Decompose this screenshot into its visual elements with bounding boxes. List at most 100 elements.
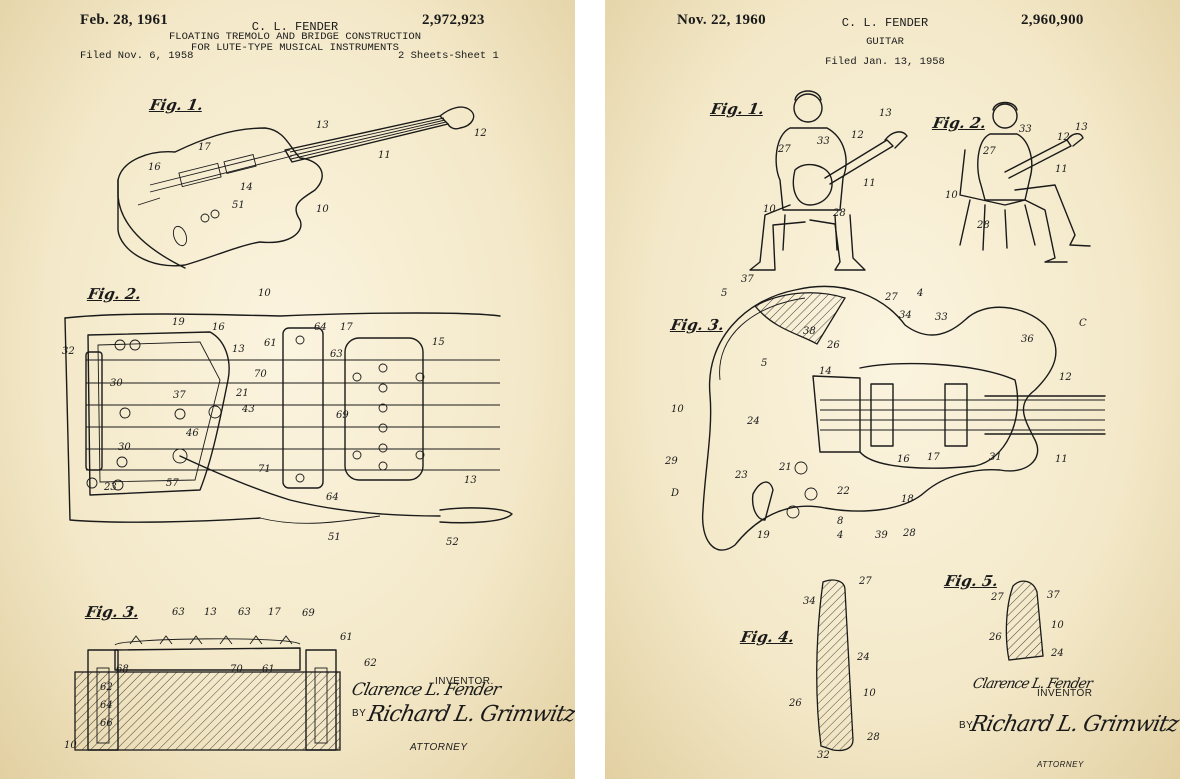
- svg-text:68: 68: [116, 664, 129, 675]
- svg-text:17: 17: [198, 142, 211, 153]
- svg-text:46: 46: [185, 428, 199, 439]
- svg-text:4: 4: [836, 530, 843, 541]
- svg-text:15: 15: [432, 337, 445, 348]
- svg-text:13: 13: [1075, 122, 1088, 133]
- svg-text:28: 28: [976, 220, 990, 231]
- inventor-name: C. L. FENDER: [841, 16, 929, 30]
- svg-text:37: 37: [1047, 590, 1060, 601]
- svg-text:27: 27: [990, 592, 1004, 603]
- svg-text:5: 5: [761, 358, 767, 369]
- inventor-label: INVENTOR: [1037, 688, 1093, 699]
- inventor-signature: Clarence L. Fender: [349, 680, 502, 700]
- patent-title-line1: FLOATING TREMOLO AND BRIDGE CONSTRUCTION: [168, 31, 422, 43]
- svg-text:37: 37: [741, 274, 754, 285]
- svg-text:30: 30: [118, 442, 131, 453]
- svg-text:70: 70: [230, 664, 243, 675]
- svg-text:13: 13: [204, 607, 217, 618]
- svg-text:34: 34: [803, 596, 816, 607]
- svg-text:32: 32: [817, 750, 830, 761]
- svg-text:31: 31: [989, 452, 1002, 463]
- svg-text:30: 30: [110, 378, 123, 389]
- svg-text:C: C: [1079, 318, 1087, 329]
- svg-text:17: 17: [268, 607, 281, 618]
- patent-title-line2: FOR LUTE-TYPE MUSICAL INSTRUMENTS: [191, 42, 399, 54]
- svg-text:17: 17: [340, 322, 353, 333]
- svg-text:10: 10: [945, 190, 958, 201]
- svg-text:12: 12: [1057, 132, 1070, 143]
- svg-text:26: 26: [788, 698, 802, 709]
- svg-text:24: 24: [856, 652, 870, 663]
- by-label: BY: [352, 708, 367, 719]
- svg-text:10: 10: [763, 204, 776, 215]
- svg-text:5: 5: [721, 288, 727, 299]
- svg-text:18: 18: [901, 494, 914, 505]
- svg-text:21: 21: [235, 388, 249, 399]
- svg-text:37: 37: [173, 390, 186, 401]
- patent-date: Feb. 28, 1961: [80, 12, 169, 28]
- svg-text:13: 13: [879, 108, 892, 119]
- svg-text:64: 64: [314, 322, 327, 333]
- fig5-edge-section: 37 27 10 26 24: [988, 580, 1064, 661]
- svg-text:33: 33: [1019, 124, 1032, 135]
- svg-text:63: 63: [238, 607, 251, 618]
- svg-text:28: 28: [902, 528, 916, 539]
- svg-text:62: 62: [364, 658, 377, 669]
- patent-sheet-guitar: Nov. 22, 1960 C. L. FENDER 2,960,900 GUI…: [605, 0, 1180, 779]
- svg-text:14: 14: [240, 182, 253, 193]
- svg-text:63: 63: [330, 349, 343, 360]
- filed-date: Filed Nov. 6, 1958: [80, 50, 194, 62]
- svg-text:70: 70: [254, 369, 267, 380]
- svg-text:4: 4: [916, 288, 923, 299]
- svg-text:11: 11: [378, 150, 391, 161]
- svg-text:10: 10: [671, 404, 684, 415]
- by-label: BY: [959, 720, 974, 731]
- svg-text:D: D: [670, 488, 679, 499]
- patent-date: Nov. 22, 1960: [677, 12, 766, 28]
- svg-text:10: 10: [863, 688, 876, 699]
- svg-text:10: 10: [1051, 620, 1064, 631]
- svg-text:61: 61: [340, 632, 353, 643]
- svg-text:24: 24: [1050, 648, 1064, 659]
- svg-text:71: 71: [258, 464, 271, 475]
- svg-text:19: 19: [757, 530, 770, 541]
- svg-text:14: 14: [819, 366, 832, 377]
- svg-text:13: 13: [316, 120, 329, 131]
- fig1-guitar-perspective: 16 17 13 11 12 10 51 14: [117, 106, 487, 269]
- svg-text:64: 64: [100, 700, 113, 711]
- svg-text:10: 10: [258, 288, 271, 299]
- inventor-label: INVENTOR.: [435, 676, 494, 687]
- svg-text:21: 21: [778, 462, 792, 473]
- svg-text:62: 62: [100, 682, 113, 693]
- svg-text:27: 27: [777, 144, 791, 155]
- svg-text:12: 12: [851, 130, 864, 141]
- svg-text:32: 32: [62, 346, 75, 357]
- svg-text:16: 16: [897, 454, 910, 465]
- svg-text:66: 66: [100, 718, 113, 729]
- svg-text:63: 63: [172, 607, 185, 618]
- svg-text:13: 13: [232, 344, 245, 355]
- svg-text:61: 61: [264, 338, 277, 349]
- svg-text:26: 26: [988, 632, 1002, 643]
- svg-text:16: 16: [148, 162, 161, 173]
- svg-text:12: 12: [474, 128, 487, 139]
- svg-text:29: 29: [664, 456, 678, 467]
- svg-text:51: 51: [232, 200, 245, 211]
- svg-text:64: 64: [326, 492, 339, 503]
- patent-sheet-tremolo: Feb. 28, 1961 C. L. FENDER 2,972,923 FLO…: [0, 0, 575, 779]
- svg-text:12: 12: [1059, 372, 1072, 383]
- attorney-label: ATTORNEY: [1037, 760, 1084, 769]
- svg-text:10: 10: [64, 740, 77, 751]
- svg-text:52: 52: [446, 537, 459, 548]
- attorney-signature: Richard L. Grimwitz: [365, 702, 575, 727]
- inventor-name: C. L. FENDER: [251, 20, 339, 34]
- svg-text:33: 33: [817, 136, 830, 147]
- svg-text:10: 10: [316, 204, 329, 215]
- svg-text:16: 16: [212, 322, 225, 333]
- svg-text:61: 61: [262, 664, 275, 675]
- filed-date: Filed Jan. 13, 1958: [825, 56, 945, 68]
